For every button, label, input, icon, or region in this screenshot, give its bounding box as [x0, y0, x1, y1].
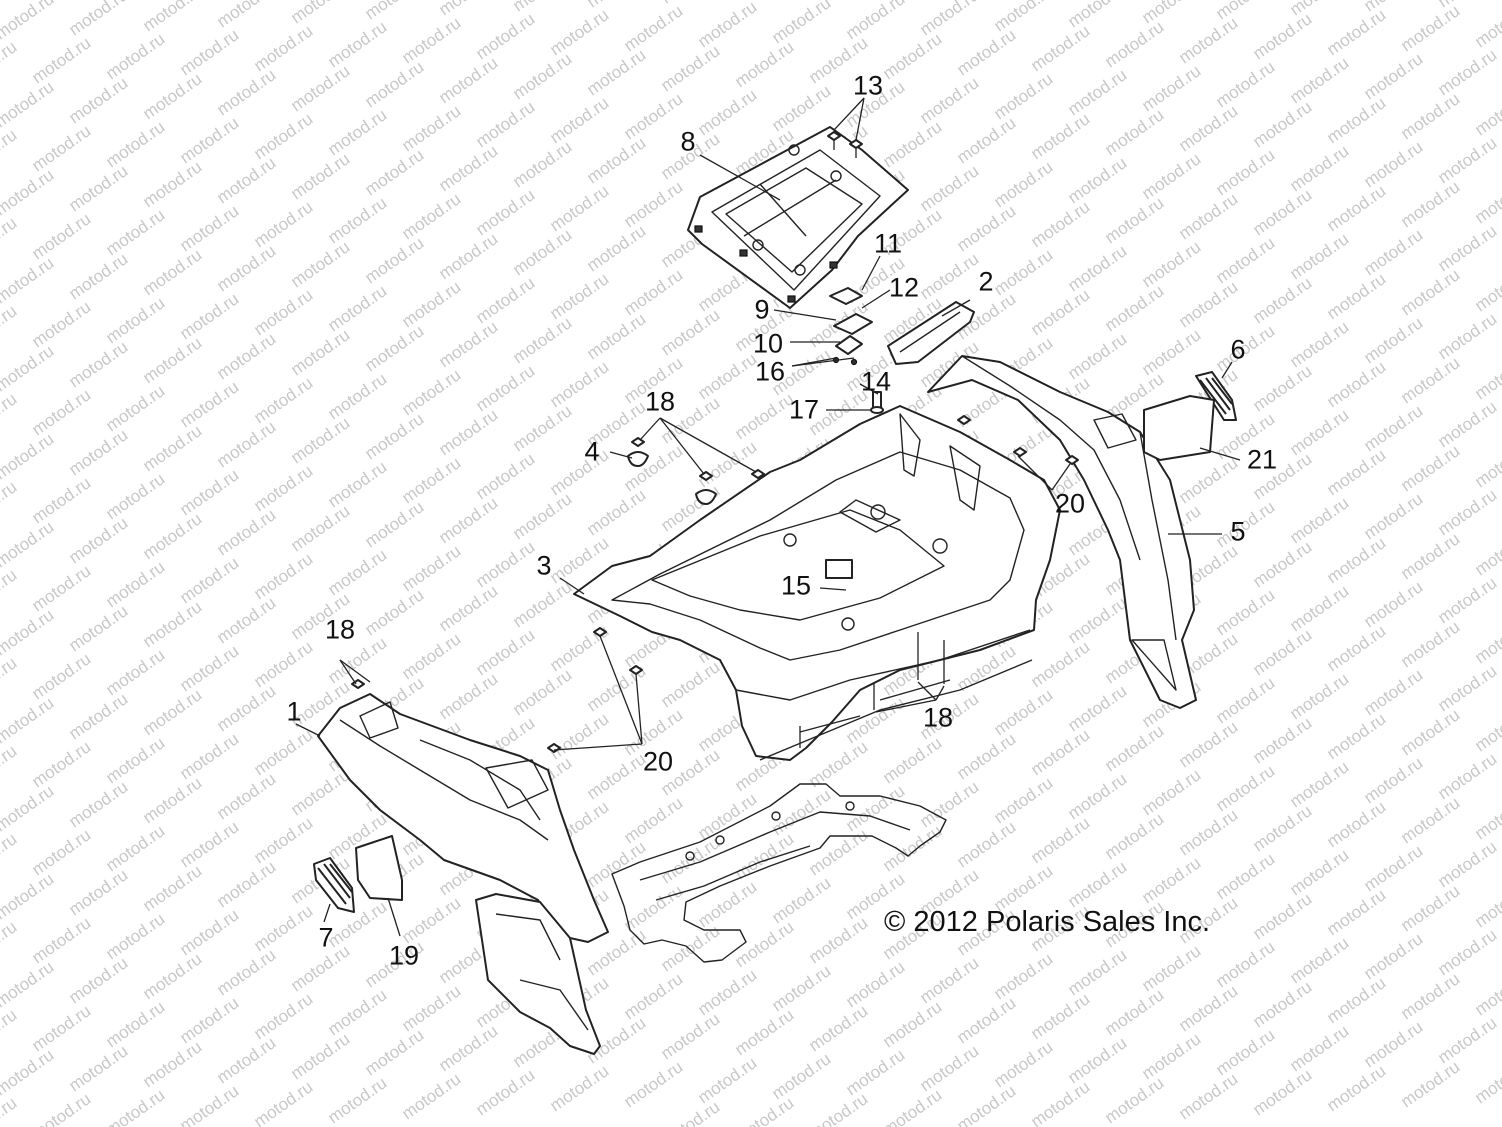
- callout-9: 9: [754, 294, 770, 325]
- part-8-storage-cover: [687, 126, 909, 309]
- callout-3: 3: [536, 550, 552, 581]
- callout-5: 5: [1230, 516, 1246, 547]
- callout-17: 17: [788, 394, 820, 425]
- callout-18-bottom: 18: [922, 702, 954, 733]
- callout-18-left: 18: [324, 614, 356, 645]
- callout-18-top: 18: [644, 386, 676, 417]
- callout-13: 13: [852, 70, 884, 101]
- callout-19: 19: [388, 940, 420, 971]
- part-14-17-pin: [870, 391, 884, 414]
- callout-4: 4: [584, 436, 600, 467]
- callout-14: 14: [860, 366, 892, 397]
- copyright-notice: © 2012 Polaris Sales Inc.: [884, 906, 1211, 938]
- part-13-screws: [827, 131, 863, 158]
- part-9-12-latch: [829, 287, 873, 366]
- part-21-pad: [1143, 395, 1215, 461]
- callout-15: 15: [780, 570, 812, 601]
- part-1-left-panel: [317, 693, 609, 1055]
- callout-8: 8: [680, 126, 696, 157]
- callout-2: 2: [978, 266, 994, 297]
- part-3-cargo-box: [573, 405, 1061, 761]
- part-5-right-panel: [927, 355, 1197, 709]
- callout-16: 16: [754, 356, 786, 387]
- callout-7: 7: [318, 922, 334, 953]
- callout-11: 11: [873, 228, 903, 259]
- callout-1: 1: [286, 696, 302, 727]
- part-2-bracket: [887, 301, 975, 365]
- frame-subassembly: [611, 783, 947, 963]
- part-6-grille: [1195, 371, 1237, 421]
- callout-20-right: 20: [1054, 488, 1086, 519]
- part-19-pad: [355, 835, 403, 901]
- leader-lines: [295, 97, 1241, 937]
- part-7-grille: [313, 857, 355, 913]
- callout-21: 21: [1246, 444, 1278, 475]
- callout-6: 6: [1230, 334, 1246, 365]
- callout-12: 12: [888, 272, 920, 303]
- callout-20-bottom: 20: [642, 746, 674, 777]
- callout-10: 10: [752, 328, 784, 359]
